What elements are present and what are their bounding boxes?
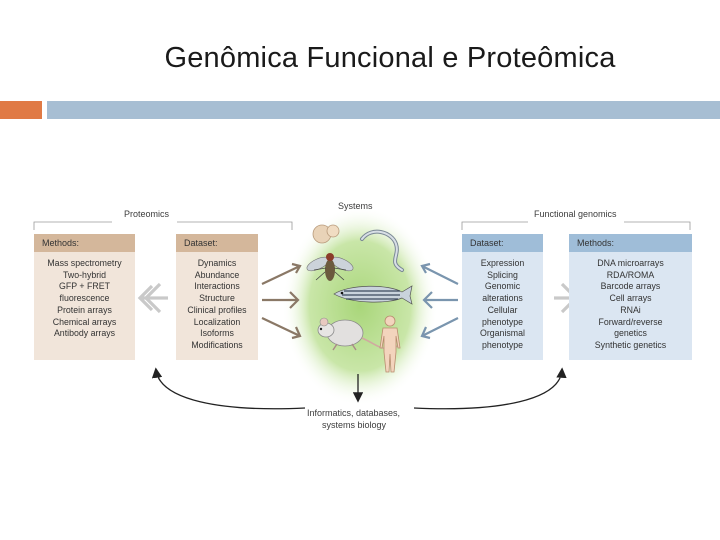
list-item: Protein arrays [57, 304, 112, 315]
organisms-glow [282, 206, 438, 406]
list-item: Abundance [194, 269, 240, 280]
mouse-icon [317, 317, 399, 351]
list-item: genetics [614, 328, 647, 339]
genomics-methods-panel: DNA microarrays RDA/ROMA Barcode arrays … [569, 252, 692, 360]
genomics-dataset-header: Dataset: [462, 234, 543, 252]
proteomics-bracket [33, 221, 293, 230]
list-item: Cellular [487, 304, 518, 315]
list-item: phenotype [481, 316, 524, 327]
list-item: Mass spectrometry [47, 258, 122, 268]
proteomics-title: Proteomics [121, 209, 173, 219]
list-item: phenotype [481, 339, 524, 350]
slide-title: Genômica Funcional e Proteômica [164, 42, 616, 74]
list-item: Synthetic genetics [594, 339, 667, 350]
list-item: Genomic [484, 281, 521, 292]
bottom-label-line2: systems biology [322, 420, 387, 430]
list-item: Organismal [480, 328, 525, 339]
list-item: DNA microarrays [597, 258, 664, 268]
list-item: Isoforms [200, 328, 234, 339]
list-item: Interactions [194, 281, 240, 292]
list-item: Splicing [487, 269, 518, 280]
proteomics-methods-panel: Mass spectrometry Two-hybrid GFP + FRET … [34, 252, 135, 360]
genomics-title: Functional genomics [531, 209, 620, 219]
list-item: Chemical arrays [52, 316, 117, 327]
systems-label: Systems [338, 201, 373, 211]
list-item: Barcode arrays [600, 281, 661, 292]
list-item: Cell arrays [609, 293, 652, 304]
human-icon [379, 315, 401, 373]
list-item: Modifications [191, 339, 243, 350]
list-item: Expression [480, 258, 525, 268]
bottom-label-line1: Informatics, databases, [307, 408, 401, 418]
list-item: fluorescence [59, 293, 110, 304]
accent-bar-blue [47, 101, 720, 119]
list-item: Clinical profiles [187, 304, 247, 315]
proteomics-arrows [137, 262, 302, 340]
list-item: Antibody arrays [53, 328, 116, 339]
list-item: Localization [193, 316, 241, 327]
list-item: Two-hybrid [62, 269, 107, 280]
list-item: GFP + FRET [59, 281, 110, 292]
proteomics-dataset-panel: Dynamics Abundance Interactions Structur… [176, 252, 258, 360]
list-item: Structure [199, 293, 235, 304]
accent-bar-orange [0, 101, 42, 119]
genomics-bracket [461, 221, 691, 230]
informatics-arrows [151, 367, 567, 410]
list-item: RNAi [620, 304, 641, 315]
yeast-icon [312, 224, 340, 244]
proteomics-dataset-header: Dataset: [176, 234, 258, 252]
list-item: Dynamics [197, 258, 237, 268]
fly-icon [306, 253, 354, 281]
proteomics-methods-header: Methods: [34, 234, 135, 252]
list-item: Forward/reverse [598, 316, 663, 327]
list-item: RDA/ROMA [606, 269, 655, 280]
zebrafish-icon [333, 285, 413, 305]
genomics-methods-header: Methods: [569, 234, 692, 252]
genomics-dataset-panel: Expression Splicing Genomic alterations … [462, 252, 543, 360]
list-item: alterations [482, 293, 523, 304]
